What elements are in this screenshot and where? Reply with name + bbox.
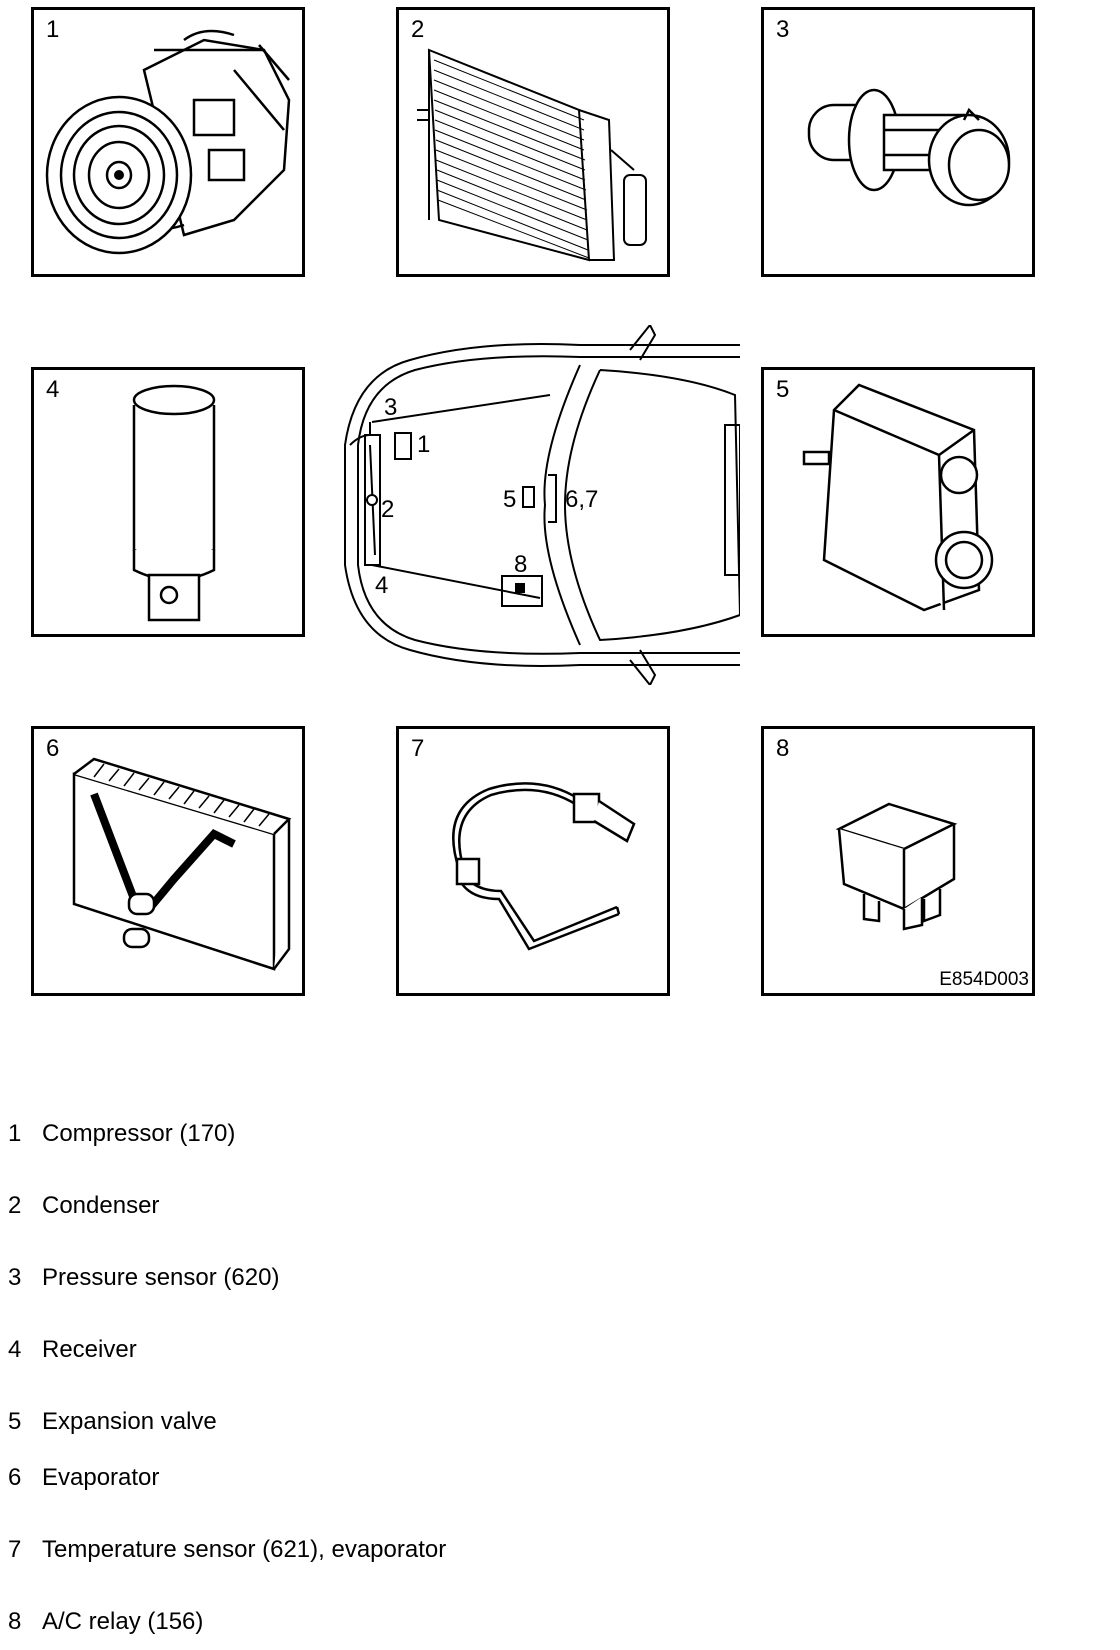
legend-number: 2 bbox=[8, 1192, 22, 1219]
legend-text: Compressor (170) bbox=[42, 1120, 236, 1147]
legend-number: 8 bbox=[8, 1608, 22, 1635]
panel-receiver: 4 bbox=[31, 367, 305, 637]
car-label-6-7: 6,7 bbox=[565, 486, 598, 513]
panel-number: 7 bbox=[411, 735, 425, 762]
legend-item: 4 Receiver bbox=[8, 1336, 137, 1364]
legend-text: Evaporator bbox=[42, 1464, 160, 1491]
legend-number: 7 bbox=[8, 1536, 22, 1563]
car-label-8: 8 bbox=[514, 551, 527, 578]
figure-code: E854D003 bbox=[939, 969, 1029, 990]
panel-number: 8 bbox=[776, 735, 790, 762]
compressor-icon bbox=[45, 29, 291, 255]
panel-evaporator: 6 bbox=[31, 726, 305, 996]
evaporator-icon bbox=[72, 757, 292, 971]
car-label-2: 2 bbox=[381, 496, 394, 523]
receiver-icon bbox=[132, 384, 216, 622]
legend-text: Condenser bbox=[42, 1192, 160, 1219]
car-top-view: 3 1 2 4 5 6,7 8 bbox=[344, 325, 740, 685]
panel-condenser: 2 bbox=[396, 7, 670, 277]
panel-temperature-sensor: 7 bbox=[396, 726, 670, 996]
panel-expansion-valve: 5 bbox=[761, 367, 1035, 637]
legend-text: Pressure sensor (620) bbox=[42, 1264, 280, 1291]
legend-number: 3 bbox=[8, 1264, 22, 1291]
legend-number: 1 bbox=[8, 1120, 22, 1147]
legend-text: A/C relay (156) bbox=[42, 1608, 204, 1635]
expansion-valve-icon bbox=[802, 383, 994, 612]
car-label-1: 1 bbox=[417, 431, 430, 458]
relay-icon bbox=[835, 802, 958, 931]
car-label-5: 5 bbox=[503, 486, 516, 513]
panel-compressor: 1 bbox=[31, 7, 305, 277]
panel-number: 6 bbox=[46, 735, 60, 762]
legend-text: Expansion valve bbox=[42, 1408, 217, 1435]
panel-number: 3 bbox=[776, 16, 790, 43]
legend-item: 2 Condenser bbox=[8, 1192, 159, 1220]
legend-number: 5 bbox=[8, 1408, 22, 1435]
panel-number: 2 bbox=[411, 16, 425, 43]
temperature-sensor-icon bbox=[452, 782, 636, 951]
panel-number: 1 bbox=[46, 16, 60, 43]
panel-number: 4 bbox=[46, 376, 60, 403]
panel-relay: 8 E854D003 bbox=[761, 726, 1035, 996]
car-label-4: 4 bbox=[375, 572, 388, 599]
legend-text: Receiver bbox=[42, 1336, 137, 1363]
condenser-icon bbox=[417, 48, 647, 262]
panel-pressure-sensor: 3 bbox=[761, 7, 1035, 277]
legend-number: 4 bbox=[8, 1336, 22, 1363]
pressure-sensor-icon bbox=[807, 88, 1011, 207]
car-label-3: 3 bbox=[384, 394, 397, 421]
panel-number: 5 bbox=[776, 376, 790, 403]
legend-item: 3 Pressure sensor (620) bbox=[8, 1264, 279, 1292]
legend-item: 7 Temperature sensor (621), evaporator bbox=[8, 1536, 446, 1564]
legend-number: 6 bbox=[8, 1464, 22, 1491]
legend-text: Temperature sensor (621), evaporator bbox=[42, 1536, 447, 1563]
legend-item: 5 Expansion valve bbox=[8, 1408, 217, 1436]
legend-item: 8 A/C relay (156) bbox=[8, 1608, 203, 1636]
legend-item: 1 Compressor (170) bbox=[8, 1120, 235, 1148]
legend-item: 6 Evaporator bbox=[8, 1464, 159, 1492]
